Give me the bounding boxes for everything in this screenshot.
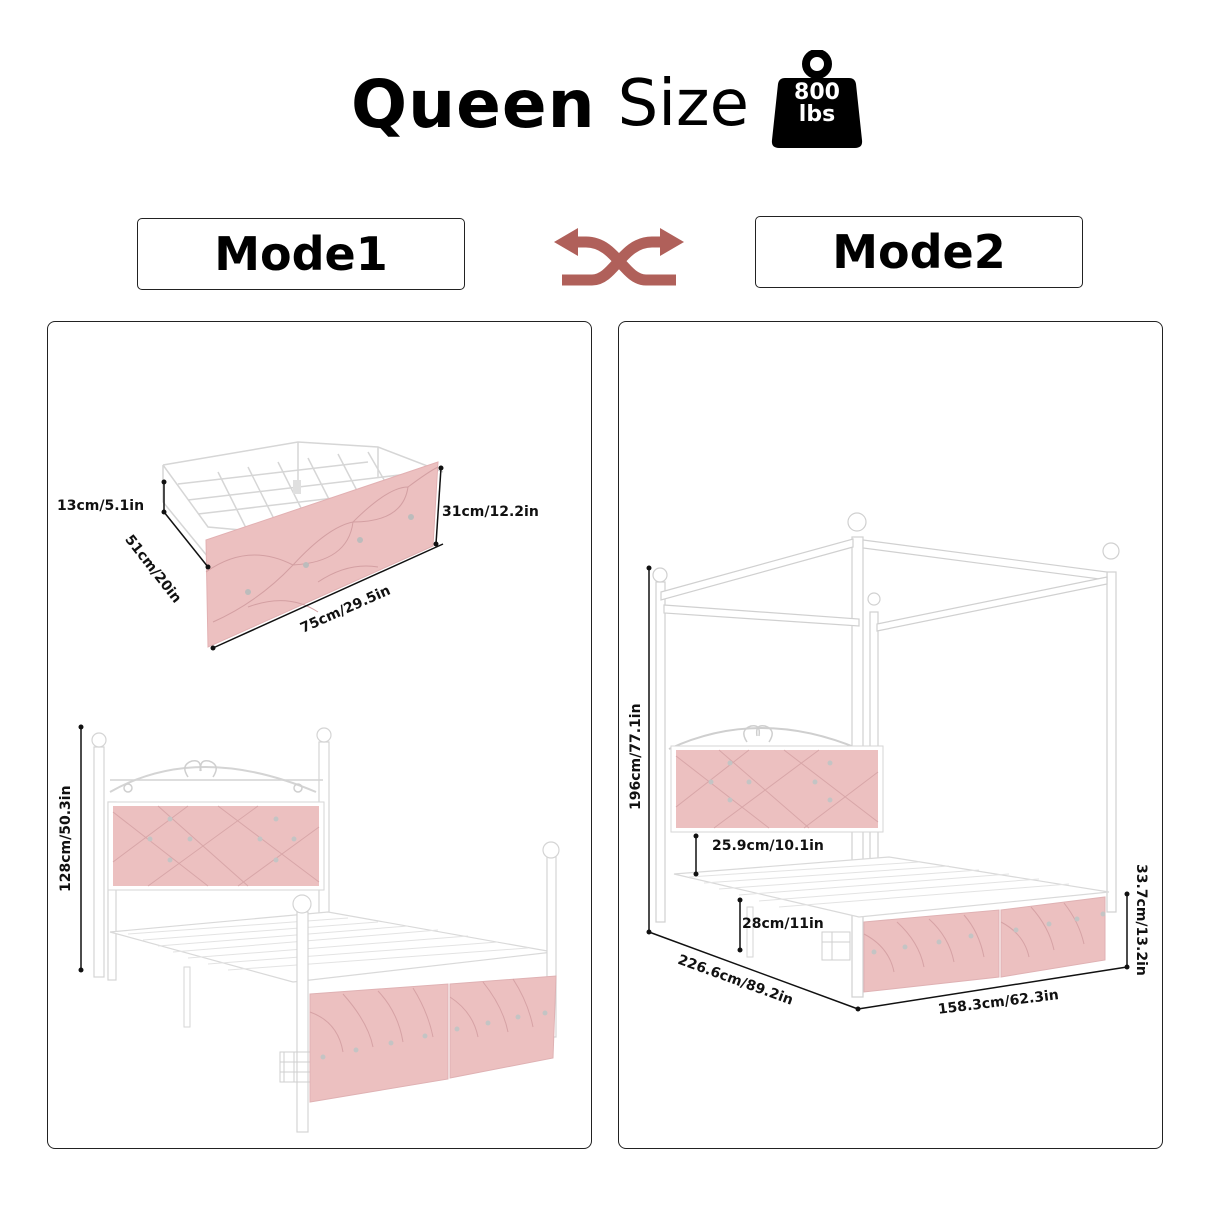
mode2-label: Mode2 [755, 216, 1083, 288]
headboard-height-label: 128cm/50.3in [58, 785, 74, 892]
footboard-height-label: 33.7cm/13.2in [1133, 864, 1149, 976]
swap-arrows-icon [552, 228, 686, 294]
page-title: Queen Size 800 lbs [0, 50, 1214, 150]
title-size: Size [617, 67, 749, 141]
canopy-bed-illustration [646, 512, 1130, 1012]
mode2-panel: 196cm/77.1in 25.9cm/10.1in 28cm/11in 33.… [618, 321, 1163, 1149]
mode1-panel: 13cm/5.1in 51cm/20in 75cm/29.5in 31cm/12… [47, 321, 592, 1149]
drawer-front-height-label: 31cm/12.2in [442, 504, 539, 520]
drawer-and-bed-illustration [78, 441, 560, 1133]
mode1-label: Mode1 [137, 218, 465, 290]
under-bed-clearance-label: 28cm/11in [742, 916, 824, 932]
weight-unit: lbs [798, 102, 836, 127]
weight-icon [771, 50, 863, 148]
headboard-gap-label: 25.9cm/10.1in [712, 838, 824, 854]
title-queen: Queen [351, 65, 596, 143]
canopy-height-label: 196cm/77.1in [628, 703, 644, 810]
weight-value: 800 [794, 80, 840, 105]
drawer-height-label: 13cm/5.1in [57, 498, 145, 514]
weight-capacity-badge: 800 lbs [771, 50, 863, 150]
